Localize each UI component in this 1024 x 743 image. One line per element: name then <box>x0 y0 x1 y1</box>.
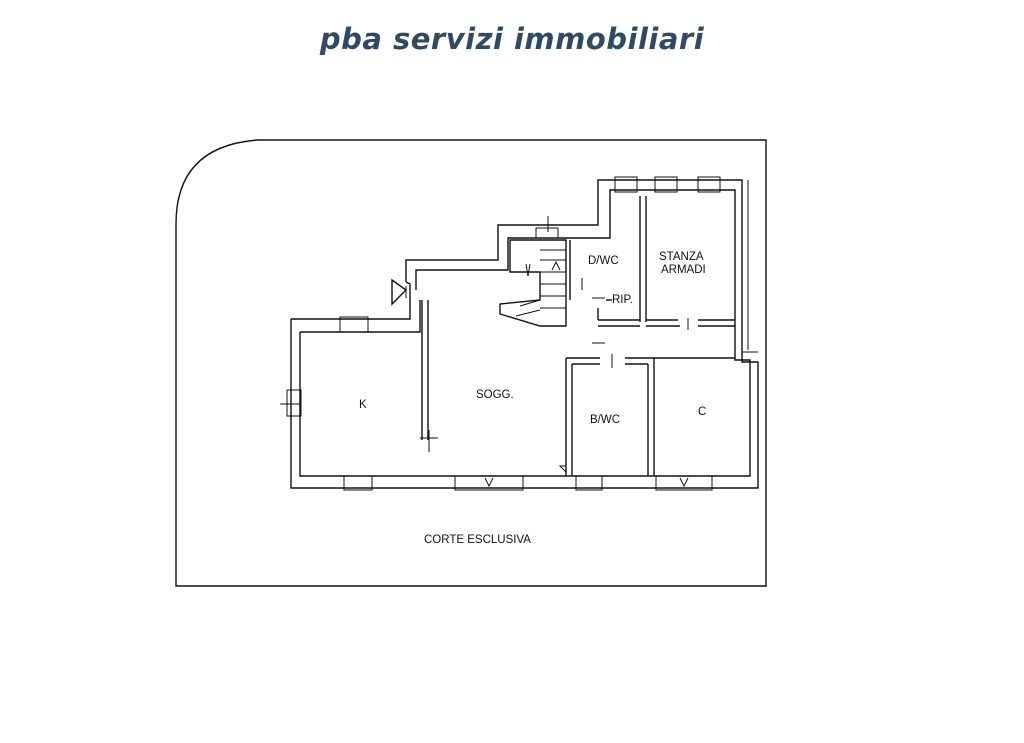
lot-boundary <box>175 139 767 587</box>
room-label-stanza-armadi-1: STANZA <box>659 251 704 263</box>
interior-walls <box>421 196 735 476</box>
room-label-bwc: B/WC <box>590 414 620 426</box>
room-label-kitchen: K <box>359 399 367 411</box>
tick-marks <box>280 216 549 452</box>
entrance-door <box>391 278 408 306</box>
outdoor-label: CORTE ESCLUSIVA <box>424 534 531 546</box>
windows <box>286 176 721 491</box>
staircase <box>499 227 567 327</box>
room-label-stanza-armadi-2: ARMADI <box>661 264 706 276</box>
room-label-soggiorno: SOGG. <box>476 389 514 401</box>
room-label-camera: C <box>698 406 706 418</box>
room-label-rip: RIP. <box>612 294 633 306</box>
page-title: pba servizi immobiliari <box>319 22 705 56</box>
room-label-dwc: D/WC <box>588 255 619 267</box>
building-outline <box>290 179 759 489</box>
